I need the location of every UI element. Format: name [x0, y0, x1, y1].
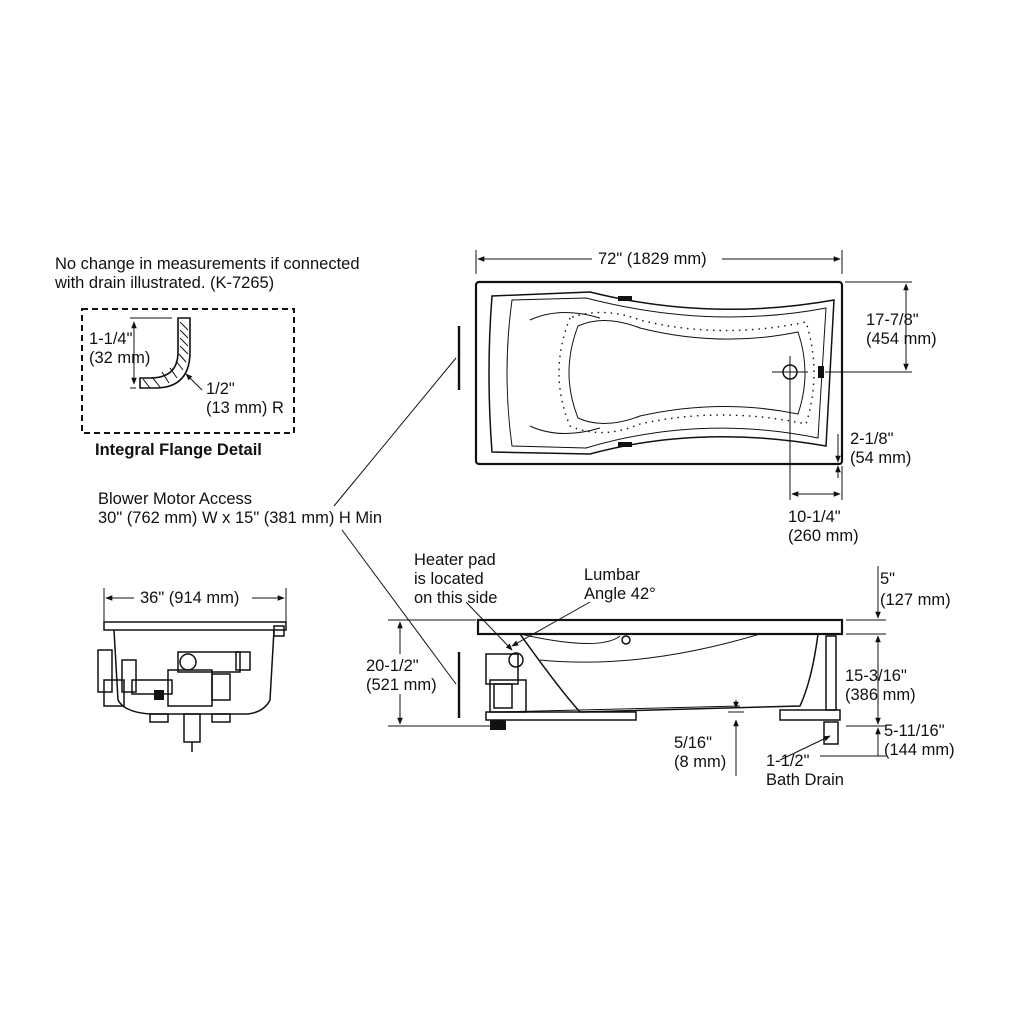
base-offset-dim: 5/16" [674, 734, 712, 752]
top-view-tub [474, 280, 844, 466]
end-view-tub [97, 621, 287, 752]
blower-access-leaders [333, 326, 461, 718]
blower-note-line1: Blower Motor Access [98, 490, 253, 508]
total-height-dim: 20-1/2" [366, 657, 419, 675]
bottom-height-dim: 15-3/16" [845, 667, 907, 685]
drain-from-end-dim-mm: (260 mm) [788, 527, 859, 545]
bottom-height-dim-mm: (386 mm) [845, 686, 916, 704]
drain-size-dim: 1-1/2" [766, 752, 810, 770]
flange-note-line2: with drain illustrated. (K-7265) [55, 274, 275, 292]
drain-height-dim: 5-11/16" [884, 722, 945, 740]
heater-pad-note-line2: is located [414, 570, 484, 588]
side-view-tub [476, 618, 844, 745]
apron-depth-dim: 2-1/8" [850, 430, 894, 448]
rim-height-dim: 5" [880, 570, 896, 588]
tub-length-dim: 72" (1829 mm) [598, 250, 707, 268]
heater-pad-note-line3: on this side [414, 589, 498, 607]
side-view-dimensions [388, 566, 886, 776]
end-view-dimension [103, 588, 287, 622]
flange-height-dim-mm: (32 mm) [89, 349, 151, 367]
blower-note-line2: 30" (762 mm) W x 15" (381 mm) H Min [98, 509, 383, 527]
rim-height-dim-mm: (127 mm) [880, 591, 951, 609]
tub-width-dim: 36" (914 mm) [140, 589, 240, 607]
flange-profile [130, 317, 203, 391]
flange-detail-box [81, 308, 295, 434]
lumbar-note-line1: Lumbar [584, 566, 640, 584]
base-offset-dim-mm: (8 mm) [674, 753, 727, 771]
callout-leaders [465, 601, 591, 651]
drain-offset-dim: 17-7/8" [866, 311, 919, 329]
flange-radius-dim: 1/2" [206, 380, 235, 398]
bath-drain-label: Bath Drain [766, 771, 844, 789]
flange-radius-dim-mm: (13 mm) R [206, 399, 284, 417]
flange-height-dim: 1-1/4" [89, 330, 133, 348]
lumbar-note-line2: Angle 42° [584, 585, 656, 603]
drain-from-end-dim: 10-1/4" [788, 508, 841, 526]
total-height-dim-mm: (521 mm) [366, 676, 437, 694]
flange-detail-caption: Integral Flange Detail [95, 441, 262, 459]
flange-note-line1: No change in measurements if connected [55, 255, 360, 273]
heater-pad-note-line1: Heater pad [414, 551, 496, 569]
apron-depth-dim-mm: (54 mm) [850, 449, 912, 467]
drain-offset-dim-mm: (454 mm) [866, 330, 937, 348]
top-view-dimensions [475, 250, 912, 500]
drain-height-dim-mm: (144 mm) [884, 741, 955, 759]
